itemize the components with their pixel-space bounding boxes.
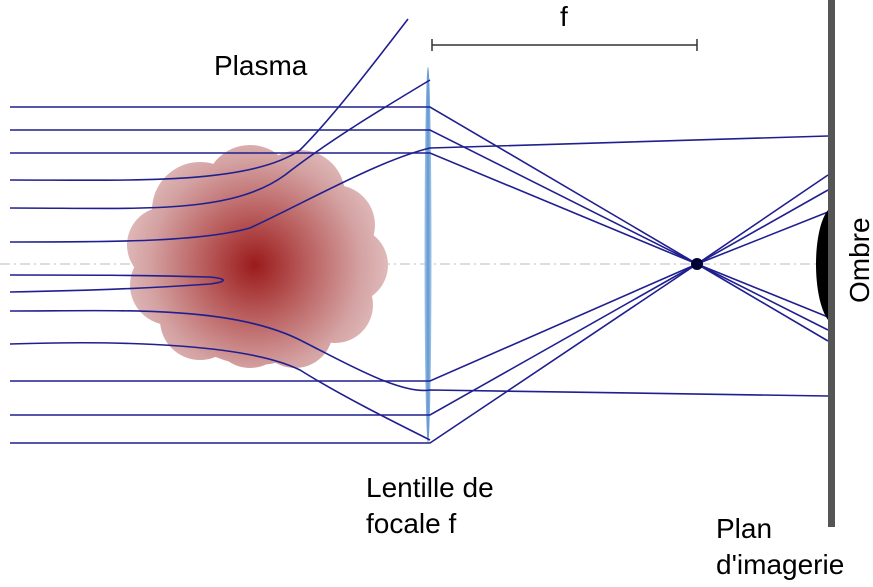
focal-length-label: f [560, 1, 568, 32]
ray [9, 18, 409, 182]
ray [10, 189, 829, 416]
plasma-cloud [127, 145, 388, 368]
imaging-screen [828, 0, 835, 527]
ray [9, 274, 224, 293]
lens [424, 67, 432, 443]
light-rays [9, 18, 829, 444]
shadow-label: Ombre [844, 217, 873, 303]
ray [9, 79, 431, 210]
ray [10, 211, 829, 382]
focal-length-bracket [431, 39, 698, 51]
imaging-plane-label-line1: Plan [716, 513, 773, 544]
ray [10, 129, 829, 331]
lens-label-line2: focale f [366, 508, 457, 539]
ray [9, 135, 829, 243]
ray [9, 309, 829, 397]
focal-point [691, 258, 703, 270]
lens-label-line1: Lentille de [366, 472, 494, 503]
ray [10, 106, 829, 342]
ray [10, 174, 829, 444]
shadow [816, 210, 828, 320]
imaging-plane-label-line2: d'imagerie [716, 549, 845, 580]
ray [10, 152, 829, 318]
plasma-label: Plasma [214, 50, 308, 81]
ray [9, 341, 431, 441]
